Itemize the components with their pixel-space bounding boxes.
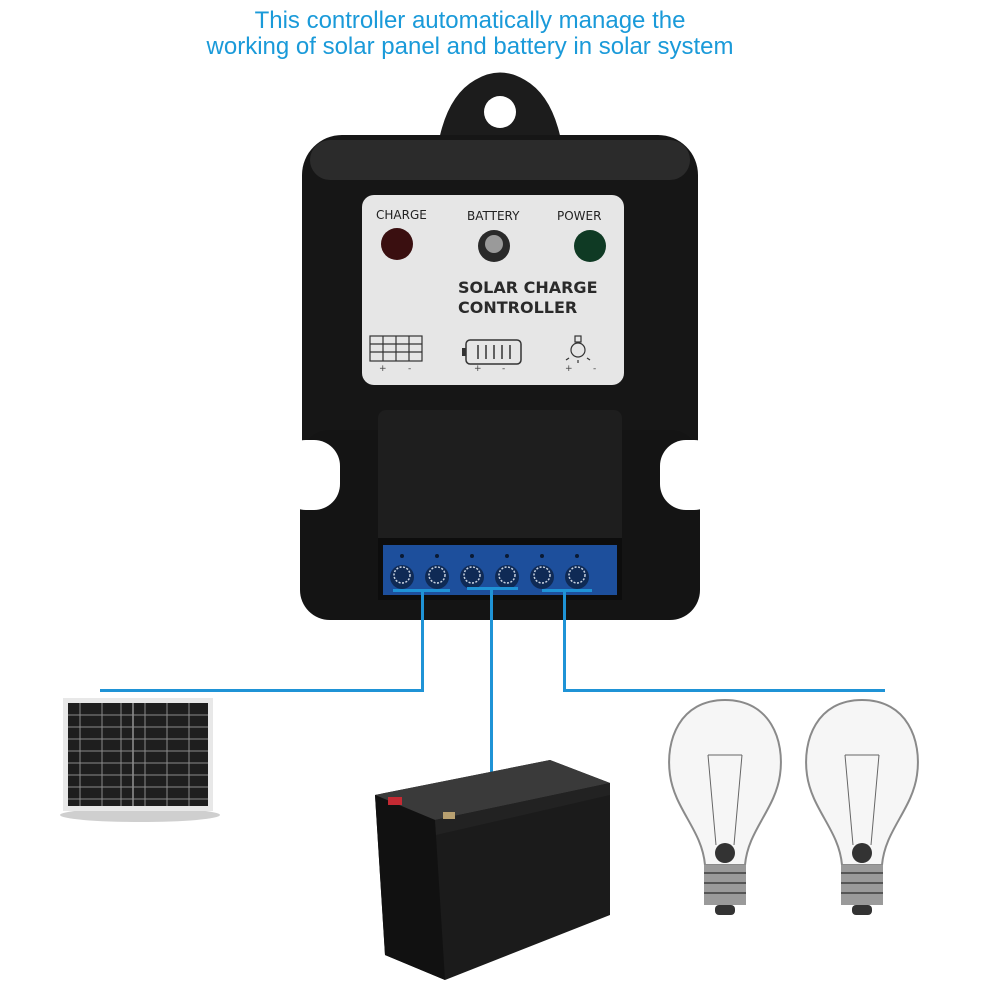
battery-minus: -	[502, 364, 506, 374]
controller-title-line-1: SOLAR CHARGE	[458, 278, 598, 297]
controller-title-line-2: CONTROLLER	[458, 298, 578, 317]
power-indicator-label: POWER	[557, 209, 602, 223]
wire-load-terminal-bar	[542, 589, 592, 592]
solar-minus: -	[408, 364, 412, 374]
wire-load-horizontal	[563, 689, 885, 692]
battery-plus: +	[474, 364, 482, 374]
solar-plus: +	[379, 364, 387, 374]
wire-solar-horizontal	[100, 689, 424, 692]
solar-charge-controller	[280, 72, 720, 620]
caption-line-1: This controller automatically manage the	[254, 7, 686, 34]
battery-indicator-label: BATTERY	[467, 209, 520, 223]
wire-battery-vertical	[490, 587, 493, 787]
wire-load-vertical	[563, 589, 566, 692]
battery	[375, 760, 610, 980]
charge-indicator-label: CHARGE	[376, 208, 427, 222]
solar-panel	[60, 698, 220, 822]
load-plus: +	[565, 364, 573, 374]
light-bulb	[668, 698, 782, 915]
caption-line-2: working of solar panel and battery in so…	[206, 33, 734, 60]
load-minus: -	[593, 364, 597, 374]
wire-solar-vertical	[421, 589, 424, 692]
light-bulb	[805, 698, 919, 915]
